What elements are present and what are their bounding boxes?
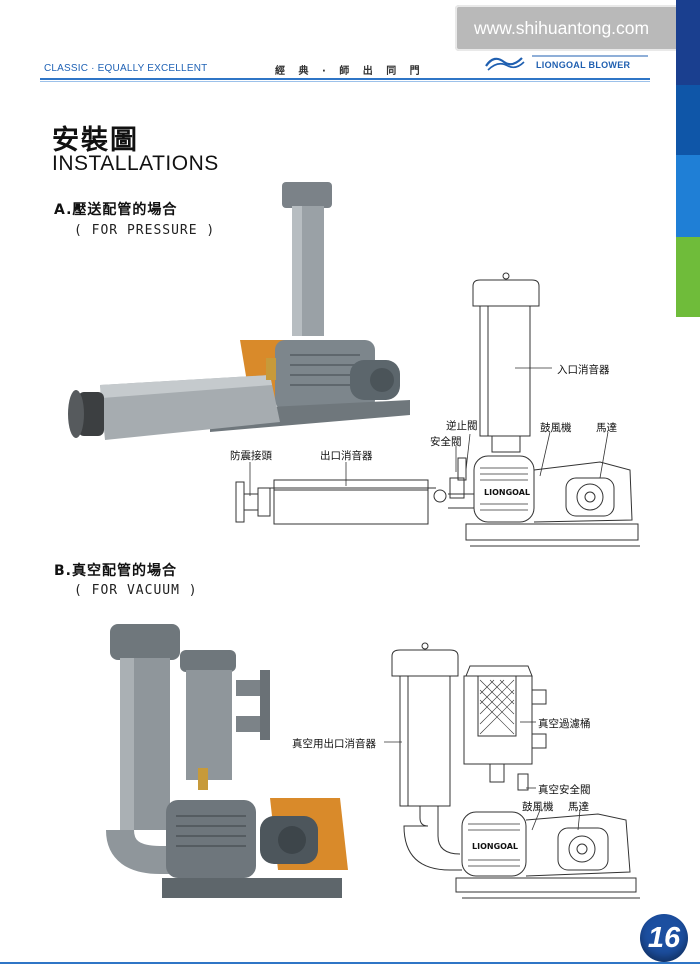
label-vacuum-outlet-silencer: 真空用出口消音器 <box>292 738 376 750</box>
label-outlet-silencer: 出口消音器 <box>320 450 373 462</box>
nameplate-b: LIONGOAL <box>472 842 519 851</box>
pressure-blower-photo <box>68 182 410 440</box>
side-tab-4 <box>676 237 700 317</box>
page-title-english: INSTALLATIONS <box>52 152 219 175</box>
vacuum-blower-photo <box>106 624 348 898</box>
footer-rule <box>0 962 700 964</box>
brand-logo <box>484 54 648 72</box>
header-rule <box>40 78 650 80</box>
header-motto: 經 典 · 師 出 同 門 <box>275 66 425 77</box>
page-title-chinese: 安裝圖 <box>52 125 139 156</box>
label-vacuum-filter: 真空過濾桶 <box>538 718 591 730</box>
nameplate-a: LIONGOAL <box>484 488 531 497</box>
page-number-badge: 16 <box>640 914 688 962</box>
label-blower-b: 鼓風機 <box>522 801 554 813</box>
label-safety-valve: 安全閥 <box>430 436 462 448</box>
brand-name: LIONGOAL BLOWER <box>536 60 631 70</box>
header-rule-thin <box>40 81 650 82</box>
section-a-heading: A.壓送配管的場合 <box>54 202 178 218</box>
section-a-subheading: ( FOR PRESSURE ) <box>74 223 216 238</box>
side-tab-3 <box>676 155 700 237</box>
section-b-subheading: ( FOR VACUUM ) <box>74 583 198 598</box>
label-motor-b: 馬達 <box>568 801 589 813</box>
watermark-text: www.shihuantong.com <box>474 18 650 38</box>
side-tab-2 <box>676 85 700 155</box>
label-blower-a: 鼓風機 <box>540 422 572 434</box>
section-b-heading: B.真空配管的場合 <box>54 563 177 579</box>
label-vacuum-safety-valve: 真空安全閥 <box>538 784 591 796</box>
label-motor-a: 馬達 <box>596 422 617 434</box>
header-tagline: CLASSIC · EQUALLY EXCELLENT <box>44 63 208 74</box>
label-inlet-silencer: 入口消音器 <box>557 364 610 376</box>
watermark-banner <box>455 5 695 51</box>
side-tab-1 <box>676 0 700 85</box>
label-flex-joint: 防震接頭 <box>230 450 272 462</box>
label-check-valve: 逆止閥 <box>446 420 478 432</box>
